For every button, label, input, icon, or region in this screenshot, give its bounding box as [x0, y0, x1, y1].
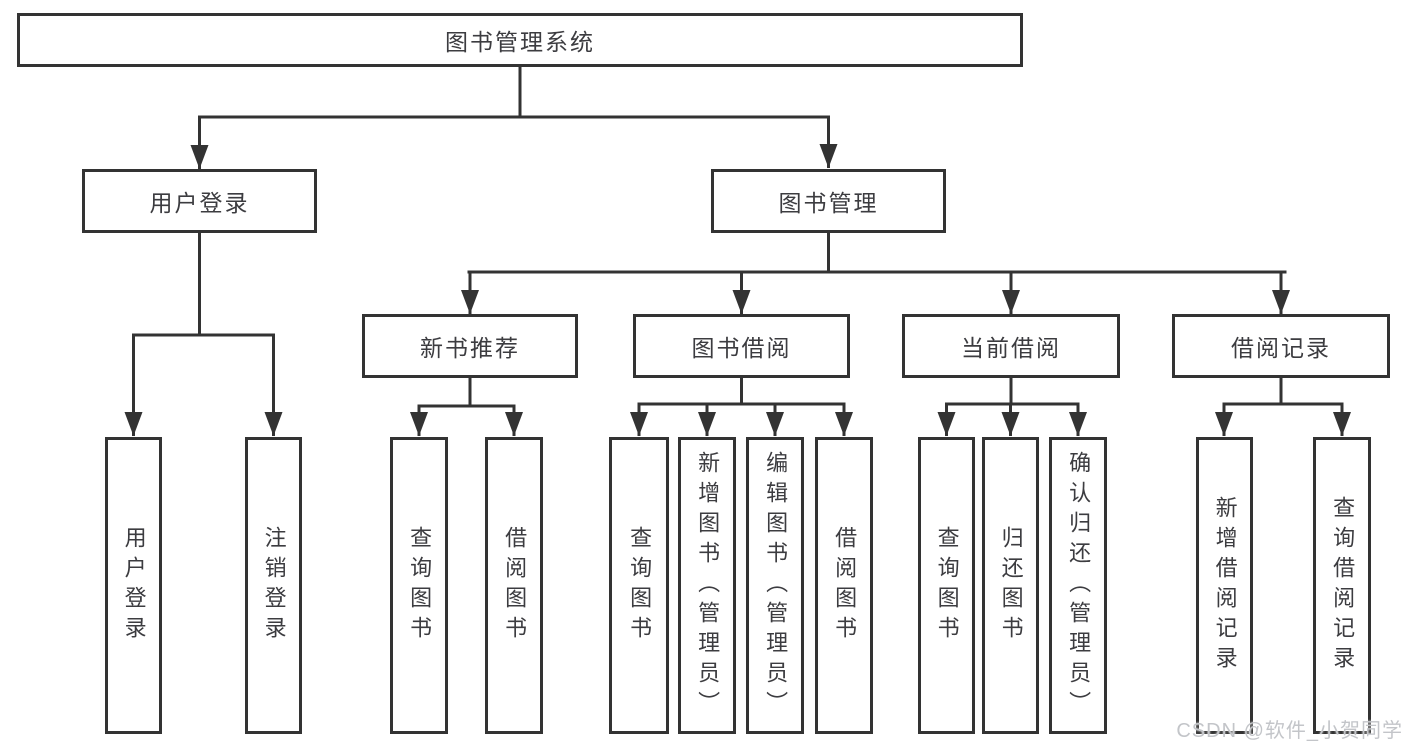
node-edit-book-admin: 编辑图书（管理员） [746, 437, 804, 734]
node-return-book: 归还图书 [982, 437, 1039, 734]
node-return-book-label: 归还图书 [998, 525, 1024, 646]
node-add-book-admin: 新增图书（管理员） [678, 437, 736, 734]
node-user-login: 用户登录 [105, 437, 162, 734]
node-search-current-borrow: 查询图书 [918, 437, 975, 734]
node-current-borrowing-label: 当前借阅 [961, 335, 1061, 361]
node-confirm-return-admin-label: 确认归还（管理员） [1066, 450, 1092, 721]
node-current-borrowing: 当前借阅 [902, 314, 1120, 378]
csdn-watermark: CSDN @软件_小贺同学 [1176, 720, 1403, 742]
node-user-login-label: 用户登录 [121, 525, 147, 646]
node-book-borrowing-label: 图书借阅 [691, 335, 792, 361]
node-new-book-recommendation: 新书推荐 [362, 314, 578, 378]
node-borrow-book-recommend-label: 借阅图书 [502, 525, 528, 646]
node-borrow-book-recommend: 借阅图书 [485, 437, 543, 734]
node-search-borrow-record: 查询借阅记录 [1313, 437, 1371, 734]
node-book-management: 图书管理 [711, 169, 946, 233]
node-search-current-borrow-label: 查询图书 [934, 525, 960, 646]
node-new-book-recommendation-label: 新书推荐 [420, 335, 520, 361]
node-search-book-label: 查询图书 [627, 525, 653, 646]
node-search-book-recommend: 查询图书 [390, 437, 448, 734]
node-edit-book-admin-label: 编辑图书（管理员） [763, 450, 789, 721]
node-book-borrowing: 图书借阅 [633, 314, 850, 378]
node-book-management-label: 图书管理 [778, 190, 879, 216]
tree-arrow-lines [124, 117, 1351, 436]
node-add-borrow-record-label: 新增借阅记录 [1212, 495, 1238, 676]
node-borrow-book-label: 借阅图书 [832, 525, 858, 646]
node-borrowing-records: 借阅记录 [1172, 314, 1390, 378]
node-borrow-book: 借阅图书 [815, 437, 873, 734]
node-add-book-admin-label: 新增图书（管理员） [695, 450, 721, 721]
node-logout-label: 注销登录 [261, 525, 287, 646]
node-library-management-system: 图书管理系统 [17, 13, 1023, 67]
node-add-borrow-record: 新增借阅记录 [1196, 437, 1253, 734]
node-user-login-branch-label: 用户登录 [149, 190, 250, 216]
node-library-management-system-label: 图书管理系统 [445, 29, 595, 55]
tree-elbow-lines [132, 67, 1344, 408]
node-logout: 注销登录 [245, 437, 302, 734]
node-search-book: 查询图书 [609, 437, 669, 734]
node-search-book-recommend-label: 查询图书 [407, 525, 433, 646]
node-confirm-return-admin: 确认归还（管理员） [1049, 437, 1107, 734]
node-search-borrow-record-label: 查询借阅记录 [1330, 495, 1356, 676]
node-borrowing-records-label: 借阅记录 [1231, 335, 1331, 361]
node-user-login-branch: 用户登录 [82, 169, 317, 233]
